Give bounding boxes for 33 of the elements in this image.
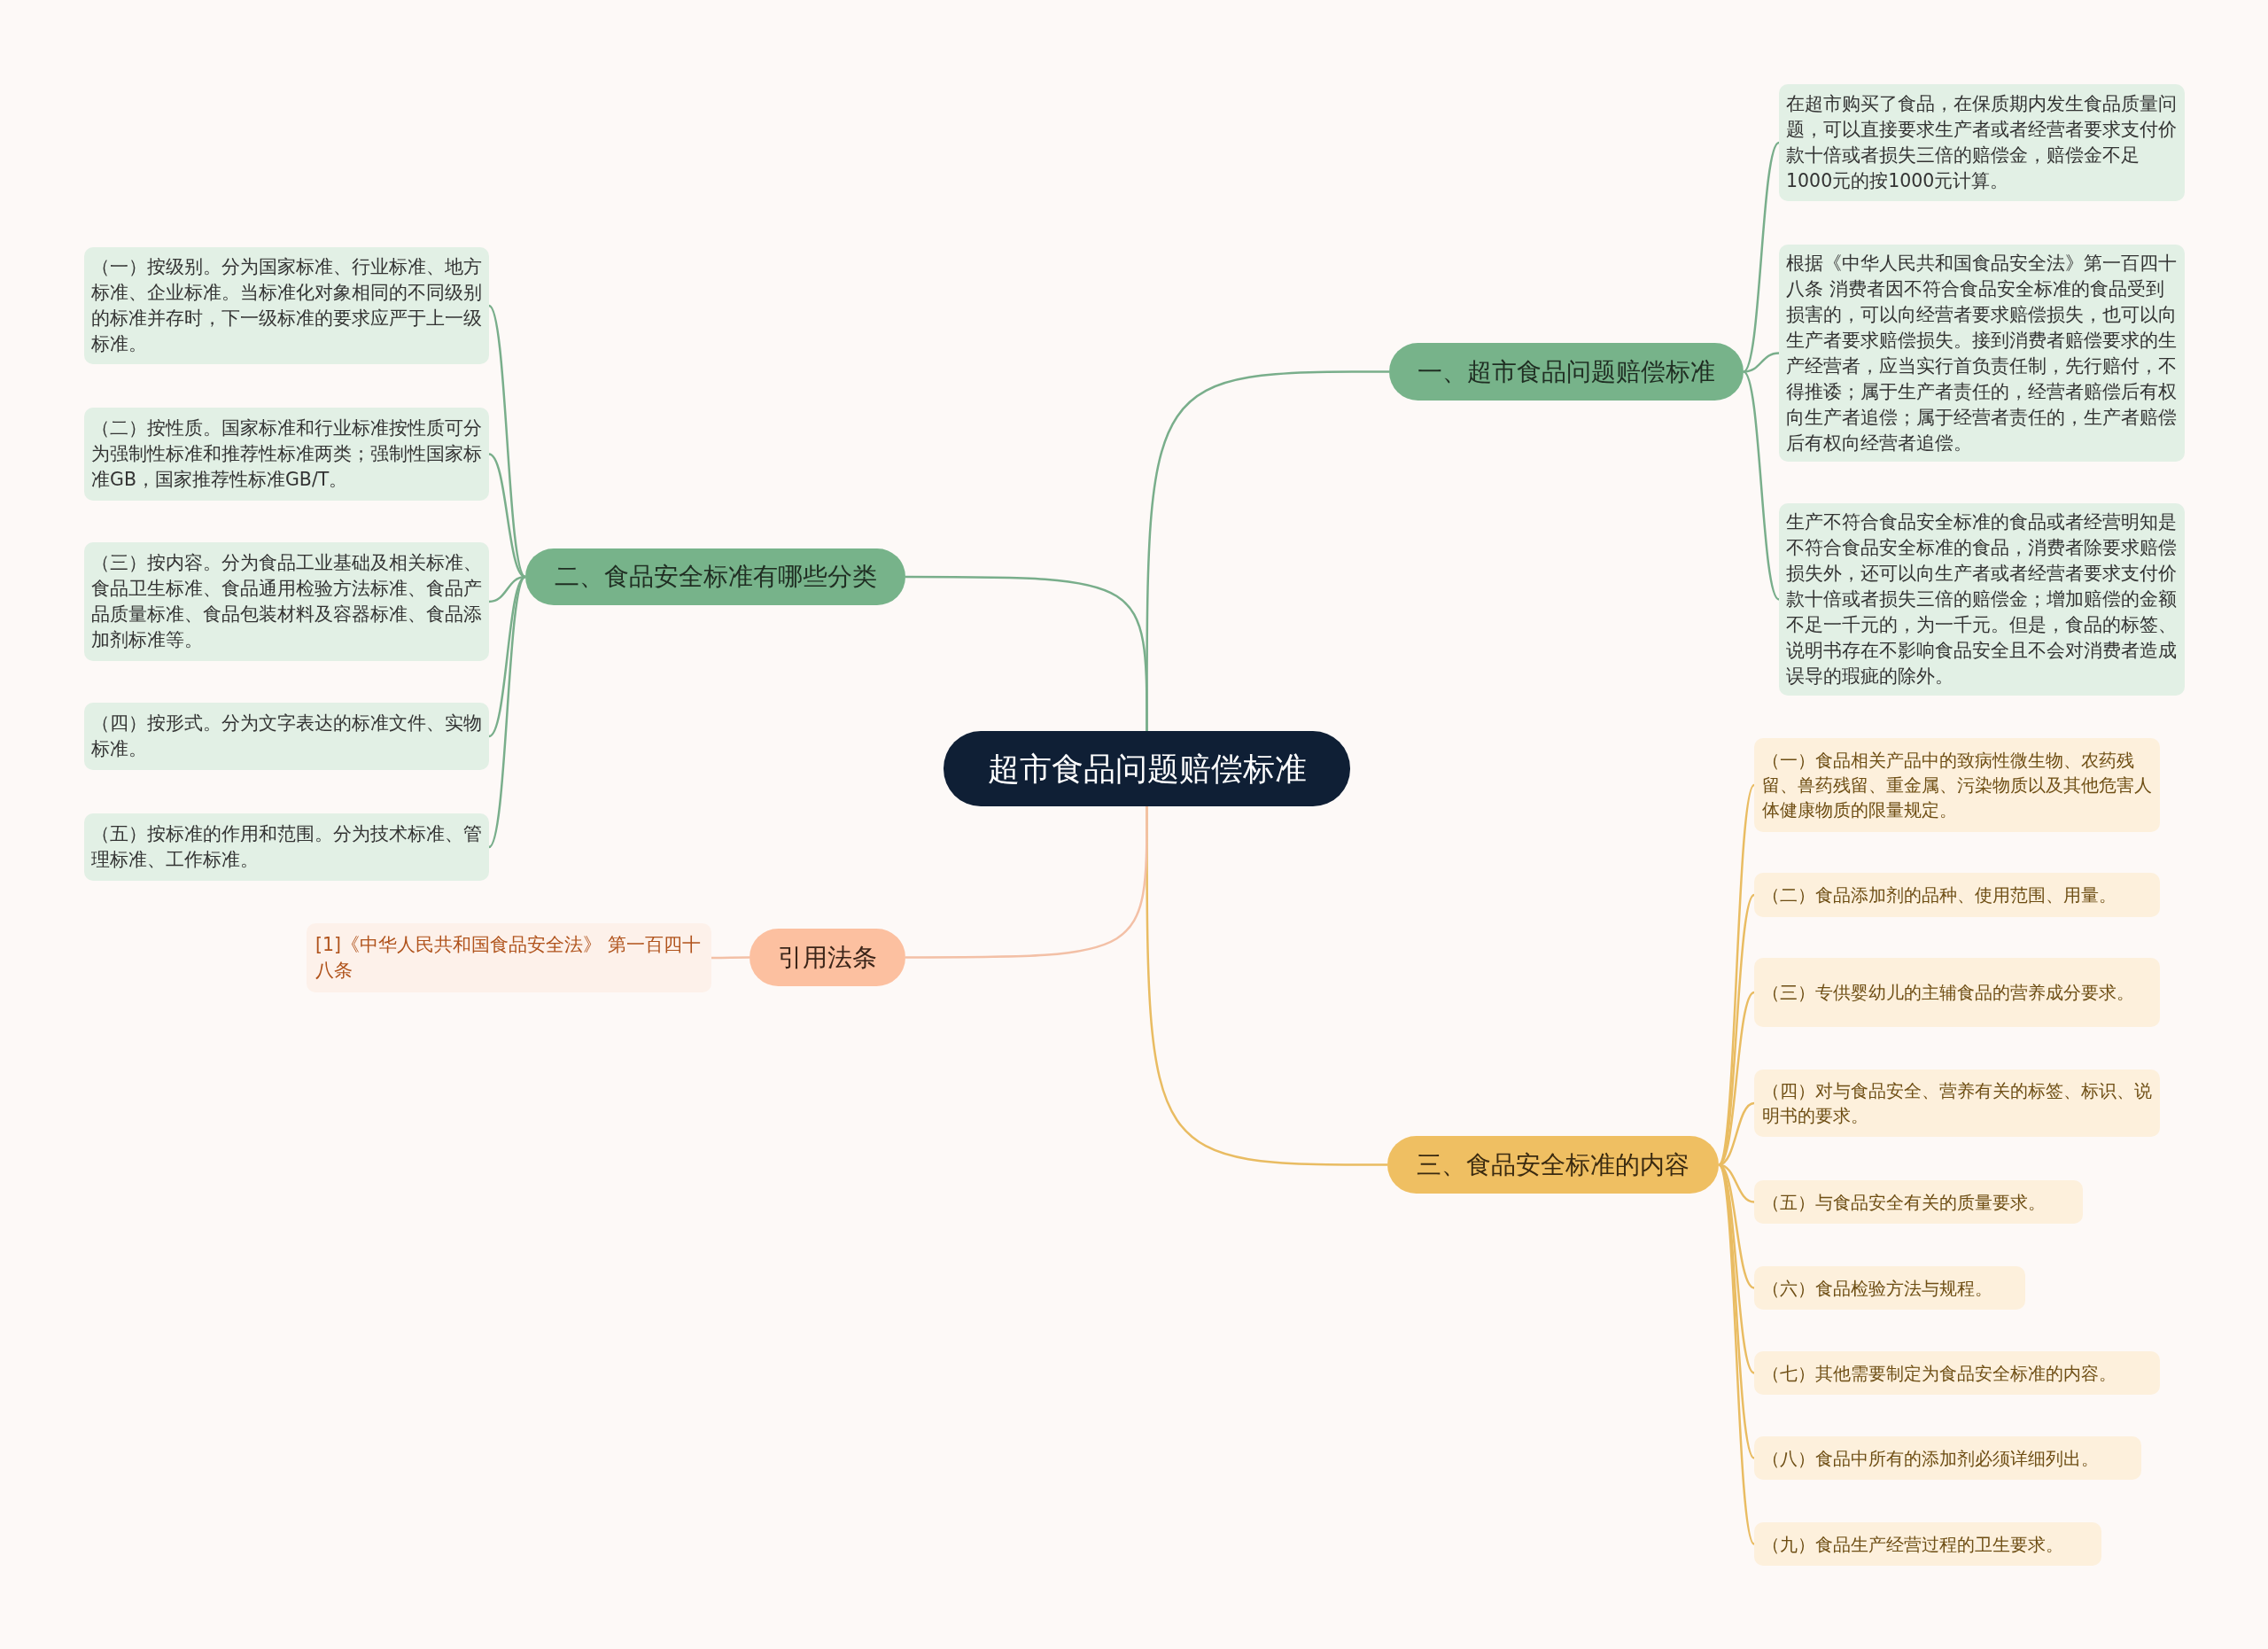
note-card: 生产不符合食品安全标准的食品或者经营明知是不符合食品安全标准的食品，消费者除要求赔偿损失外，还可以向生产者或者经营者要求支付价款十倍或者损失三倍的赔偿金；增加赔偿的金额不足一千元的，为一千元。但是，食品的标签、说明书存在不影响食品安全且不会对消费者造成误导的瑕疵的除外。 bbox=[1779, 503, 2185, 696]
note-card: （四）对与食品安全、营养有关的标签、标识、说明书的要求。 bbox=[1754, 1070, 2160, 1137]
note-card: （六）食品检验方法与规程。 bbox=[1754, 1266, 2025, 1310]
note-card: （五）与食品安全有关的质量要求。 bbox=[1754, 1180, 2083, 1224]
reference-card: [1]《中华人民共和国食品安全法》 第一百四十八条 bbox=[307, 923, 711, 992]
note-card: （三）按内容。分为食品工业基础及相关标准、食品卫生标准、食品通用检验方法标准、食品产品质量标准、食品包装材料及容器标准、食品添加剂标准等。 bbox=[84, 542, 489, 661]
connector-line bbox=[488, 576, 526, 848]
connector-line bbox=[711, 956, 750, 960]
connector-line bbox=[905, 575, 1148, 731]
note-card: （三）专供婴幼儿的主辅食品的营养成分要求。 bbox=[1754, 958, 2160, 1027]
connector-line bbox=[905, 806, 1148, 959]
note-card: （八）食品中所有的添加剂必须详细列出。 bbox=[1754, 1436, 2141, 1480]
note-card: （五）按标准的作用和范围。分为技术标准、管理标准、工作标准。 bbox=[84, 813, 489, 881]
branch-topic: 引用法条 bbox=[750, 929, 905, 986]
connector-line bbox=[1743, 370, 1780, 601]
note-card: （七）其他需要制定为食品安全标准的内容。 bbox=[1754, 1351, 2160, 1395]
note-card: 根据《中华人民共和国食品安全法》第一百四十八条 消费者因不符合食品安全标准的食品受到损害的，可以向经营者要求赔偿损失，也可以向生产者要求赔偿损失。接到消费者赔偿要求的生产经营者，应当实行首负责任制，先行赔付，不得推诿；属于生产者责任的，经营者赔偿后有权向生产者追偿；属于经营者责任的，生产者赔偿后有权向经营者追偿。 bbox=[1779, 245, 2185, 462]
branch-topic: 一、超市食品问题赔偿标准 bbox=[1389, 343, 1744, 401]
connector-line bbox=[1743, 142, 1780, 373]
connector-line bbox=[1717, 1163, 1756, 1545]
branch-topic: 二、食品安全标准有哪些分类 bbox=[525, 548, 905, 605]
connector-line bbox=[1743, 352, 1780, 373]
note-card: （一）按级别。分为国家标准、行业标准、地方标准、企业标准。当标准化对象相同的不同级别的标准并存时，下一级标准的要求应严于上一级标准。 bbox=[84, 247, 489, 364]
note-card: （四）按形式。分为文字表达的标准文件、实物标准。 bbox=[84, 703, 489, 770]
branch-topic: 三、食品安全标准的内容 bbox=[1387, 1136, 1719, 1194]
note-card: （二）食品添加剂的品种、使用范围、用量。 bbox=[1754, 873, 2160, 917]
connector-line bbox=[1718, 894, 1755, 1166]
note-card: （一）食品相关产品中的致病性微生物、农药残留、兽药残留、重金属、污染物质以及其他危害人体健康物质的限量规定。 bbox=[1754, 738, 2160, 832]
connector-line bbox=[488, 305, 526, 578]
note-card: （二）按性质。国家标准和行业标准按性质可分为强制性标准和推荐性标准两类；强制性国家标准GB，国家推荐性标准GB/T。 bbox=[84, 408, 489, 501]
note-card: 在超市购买了食品，在保质期内发生食品质量问题，可以直接要求生产者或者经营者要求支付价款十倍或者损失三倍的赔偿金，赔偿金不足1000元的按1000元计算。 bbox=[1779, 84, 2185, 201]
note-card: （九）食品生产经营过程的卫生要求。 bbox=[1754, 1522, 2101, 1566]
root-topic: 超市食品问题赔偿标准 bbox=[944, 731, 1350, 806]
